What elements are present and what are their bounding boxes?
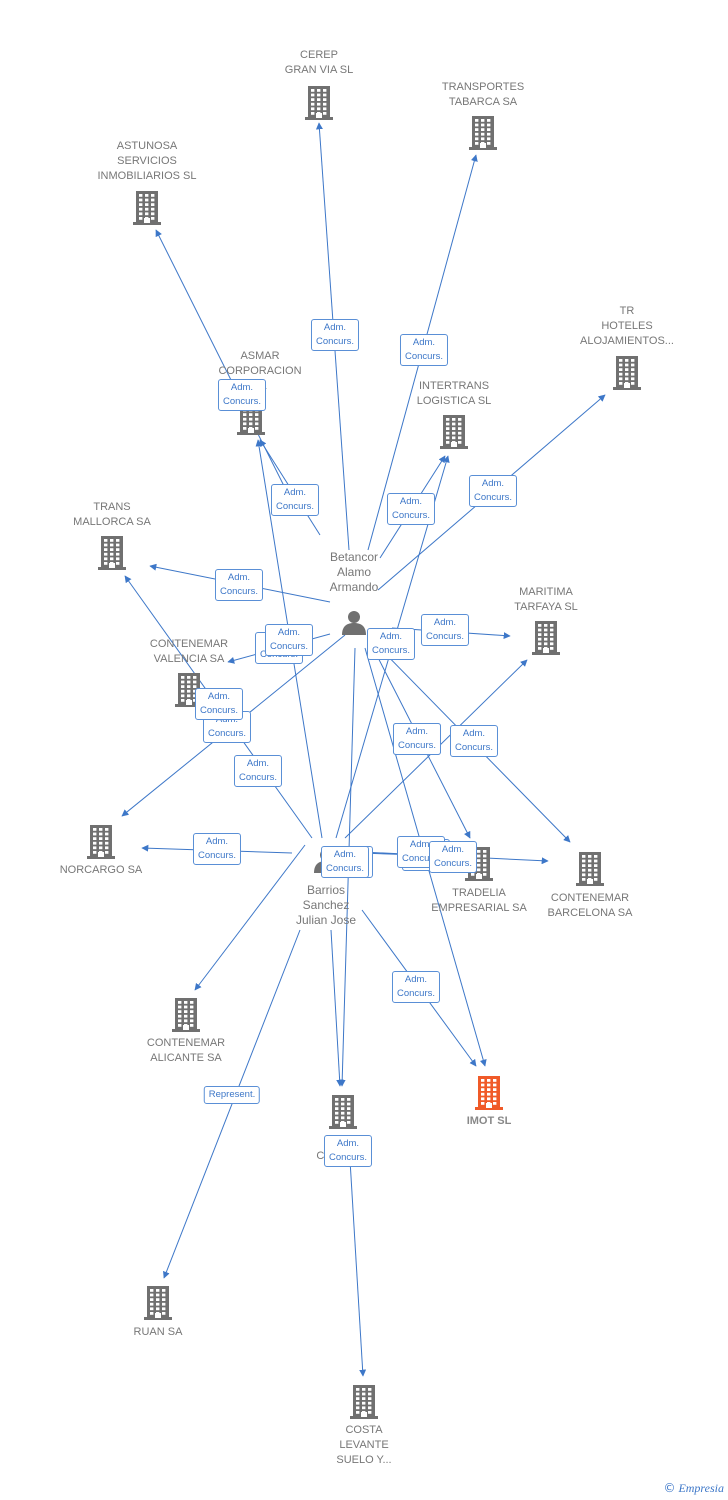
edge-label-barrios-to-cuenca[interactable]: Adm. Concurs. bbox=[320, 846, 370, 878]
edge-label-betancor-to-intertrans[interactable]: Adm. Concurs. bbox=[386, 493, 436, 525]
company-label-maritima[interactable]: MARITIMA TARFAYA SL bbox=[514, 586, 578, 613]
edge-label-barrios-to-norcargo[interactable]: Adm. Concurs. bbox=[192, 833, 242, 865]
building-icon[interactable] bbox=[350, 1385, 378, 1424]
company-label-contenemar_barcelona[interactable]: CONTENEMAR BARCELONA SA bbox=[547, 892, 633, 919]
edge-label-barrios-to-imot[interactable]: Adm. Concurs. bbox=[391, 971, 441, 1003]
building-icon[interactable] bbox=[98, 536, 126, 575]
company-label-norcargo[interactable]: NORCARGO SA bbox=[59, 864, 143, 876]
person-label-betancor[interactable]: Betancor Alamo Armando bbox=[329, 550, 379, 594]
edge-label-betancor-to-asmar[interactable]: Adm. Concurs. bbox=[270, 484, 320, 516]
edge-label-betancor-to-transportes_tabarca[interactable]: Adm. Concurs. bbox=[399, 334, 449, 366]
edge-label-betancor-to-tr_hoteles[interactable]: Adm. Concurs. bbox=[468, 475, 518, 507]
company-label-astunosa[interactable]: ASTUNOSA SERVICIOS INMOBILIARIOS SL bbox=[97, 140, 197, 182]
company-label-costa_levante[interactable]: COSTA LEVANTE SUELO Y... bbox=[336, 1424, 392, 1466]
edge-label-barrios-to-trans_mallorca[interactable]: Adm. Concurs. bbox=[194, 688, 244, 720]
building-icon[interactable] bbox=[329, 1095, 357, 1134]
edge-label-barrios-to-ruan[interactable]: Represent. bbox=[203, 1086, 261, 1104]
building-icon[interactable] bbox=[175, 673, 203, 712]
building-icon[interactable] bbox=[475, 1076, 503, 1115]
building-icon[interactable] bbox=[133, 191, 161, 230]
edge-label-betancor-to-maritima[interactable]: Adm. Concurs. bbox=[420, 614, 470, 646]
edge-betancor-to-astunosa bbox=[155, 229, 297, 511]
company-label-tradelia[interactable]: TRADELIA EMPRESARIAL SA bbox=[431, 887, 527, 914]
edge-label-barrios-to-maritima[interactable]: Adm. Concurs. bbox=[392, 723, 442, 755]
edge-label-betancor-to-astunosa[interactable]: Adm. Concurs. bbox=[217, 379, 267, 411]
edge-label-barrios-to-contenemar_barcelona[interactable]: Adm. Concurs. bbox=[428, 841, 478, 873]
building-icon[interactable] bbox=[305, 86, 333, 125]
edge-label-betancor-to-cerep[interactable]: Adm. Concurs. bbox=[310, 319, 360, 351]
edge-label-barrios-to-asmar[interactable]: Adm. Concurs. bbox=[264, 624, 314, 656]
company-label-transportes_tabarca[interactable]: TRANSPORTES TABARCA SA bbox=[441, 81, 525, 108]
edge-label-barrios-to-contenemar_alicante[interactable]: Adm. Concurs. bbox=[233, 755, 283, 787]
company-label-intertrans[interactable]: INTERTRANS LOGISTICA SL bbox=[416, 380, 492, 407]
person-icon[interactable] bbox=[341, 609, 367, 640]
brand-name: Empresia bbox=[678, 1481, 724, 1495]
building-icon[interactable] bbox=[440, 415, 468, 454]
company-label-cerep[interactable]: CEREP GRAN VIA SL bbox=[284, 49, 354, 76]
edge-cuenca-to-costa_levante bbox=[349, 1159, 367, 1377]
company-label-ruan[interactable]: RUAN SA bbox=[133, 1326, 183, 1338]
footer-credit: © Empresia bbox=[663, 1481, 724, 1496]
company-label-imot[interactable]: IMOT SL bbox=[466, 1115, 512, 1127]
edge-barrios-to-cuenca bbox=[330, 929, 344, 1087]
company-label-trans_mallorca[interactable]: TRANS MALLORCA SA bbox=[73, 501, 151, 528]
copyright-icon: © bbox=[663, 1481, 676, 1495]
edge-label-betancor-to-contenemar_barcelona[interactable]: Adm. Concurs. bbox=[449, 725, 499, 757]
person-label-barrios[interactable]: Barrios Sanchez Julian Jose bbox=[295, 883, 357, 927]
edge-barrios-to-ruan bbox=[163, 929, 301, 1279]
edge-barrios-to-contenemar_alicante bbox=[194, 844, 306, 991]
building-icon[interactable] bbox=[172, 998, 200, 1037]
building-icon[interactable] bbox=[576, 852, 604, 891]
building-icon[interactable] bbox=[613, 356, 641, 395]
edge-label-cuenca-to-costa_levante[interactable]: Adm. Concurs. bbox=[323, 1135, 373, 1167]
company-label-contenemar_alicante[interactable]: CONTENEMAR ALICANTE SA bbox=[146, 1037, 226, 1064]
building-icon[interactable] bbox=[532, 621, 560, 660]
building-icon[interactable] bbox=[87, 825, 115, 864]
company-label-tr_hoteles[interactable]: TR HOTELES ALOJAMIENTOS... bbox=[580, 305, 674, 347]
edge-label-betancor-to-trans_mallorca[interactable]: Adm. Concurs. bbox=[214, 569, 264, 601]
building-icon[interactable] bbox=[469, 116, 497, 155]
company-label-contenemar_valencia[interactable]: CONTENEMAR VALENCIA SA bbox=[149, 638, 229, 665]
building-icon[interactable] bbox=[144, 1286, 172, 1325]
edge-label-barrios-to-intertrans[interactable]: Adm. Concurs. bbox=[366, 628, 416, 660]
